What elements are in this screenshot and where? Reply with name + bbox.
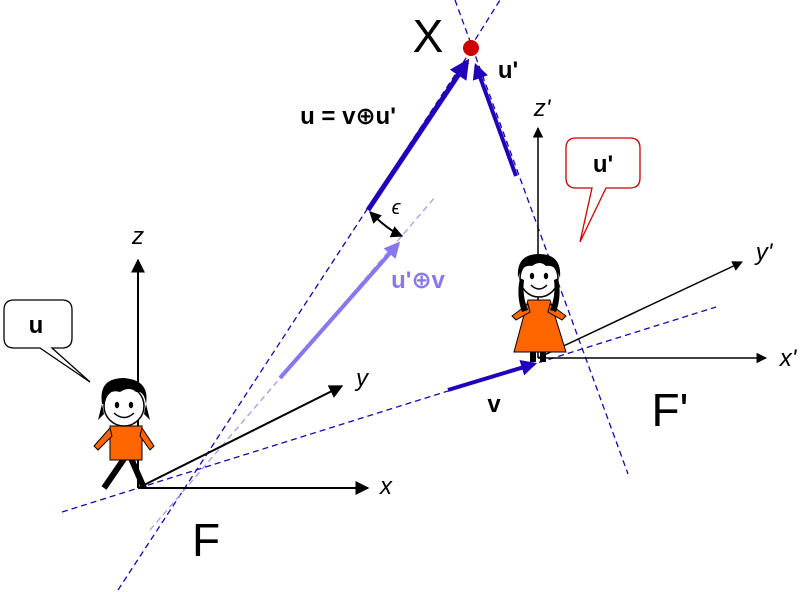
vector-u-prime-plus-v <box>278 241 401 380</box>
label-axis-y-prime: y' <box>754 239 774 266</box>
label-vector-u-main: u = v⊕u' <box>300 103 396 130</box>
bubble-text-u-prime: u' <box>593 151 613 178</box>
bubble-text-u: u <box>29 312 44 339</box>
dashed-line-top-right <box>469 0 501 49</box>
dashed-line-u-prime-plus-v-direction <box>149 195 437 531</box>
label-axis-x-prime: x' <box>779 345 798 372</box>
label-vector-v: v <box>487 391 501 418</box>
dashed-line-u-prime-direction <box>454 0 629 475</box>
axis-y-prime-line <box>537 261 743 359</box>
label-frame-f: F <box>192 514 220 566</box>
vector-v <box>447 360 538 392</box>
label-event-x: X <box>413 10 444 62</box>
label-axis-x: x <box>379 473 393 500</box>
girl-character-icon <box>511 254 567 362</box>
epsilon-angle-arc <box>369 211 404 238</box>
label-axis-z: z <box>131 223 144 250</box>
axis-y-line <box>137 385 344 489</box>
vector-u-prime <box>472 62 518 177</box>
event-point <box>463 40 479 56</box>
speech-bubble-observer-f-prime: u' <box>565 137 641 243</box>
label-epsilon: ϵ <box>392 197 402 219</box>
boy-character-icon <box>93 378 155 490</box>
dashed-guide-lines <box>61 0 717 591</box>
label-frame-f-prime: F' <box>652 384 689 436</box>
vector-u <box>365 58 470 212</box>
frame-f-axes <box>131 258 370 495</box>
dashed-line-v-direction <box>61 306 717 513</box>
label-axis-z-prime: z' <box>533 95 552 122</box>
label-axis-y: y <box>354 365 370 392</box>
label-vector-u-prime-top: u' <box>498 57 518 84</box>
label-vector-u-prime-plus-v: u'⊕v <box>391 267 445 294</box>
speech-bubble-observer-f: u <box>3 299 91 383</box>
